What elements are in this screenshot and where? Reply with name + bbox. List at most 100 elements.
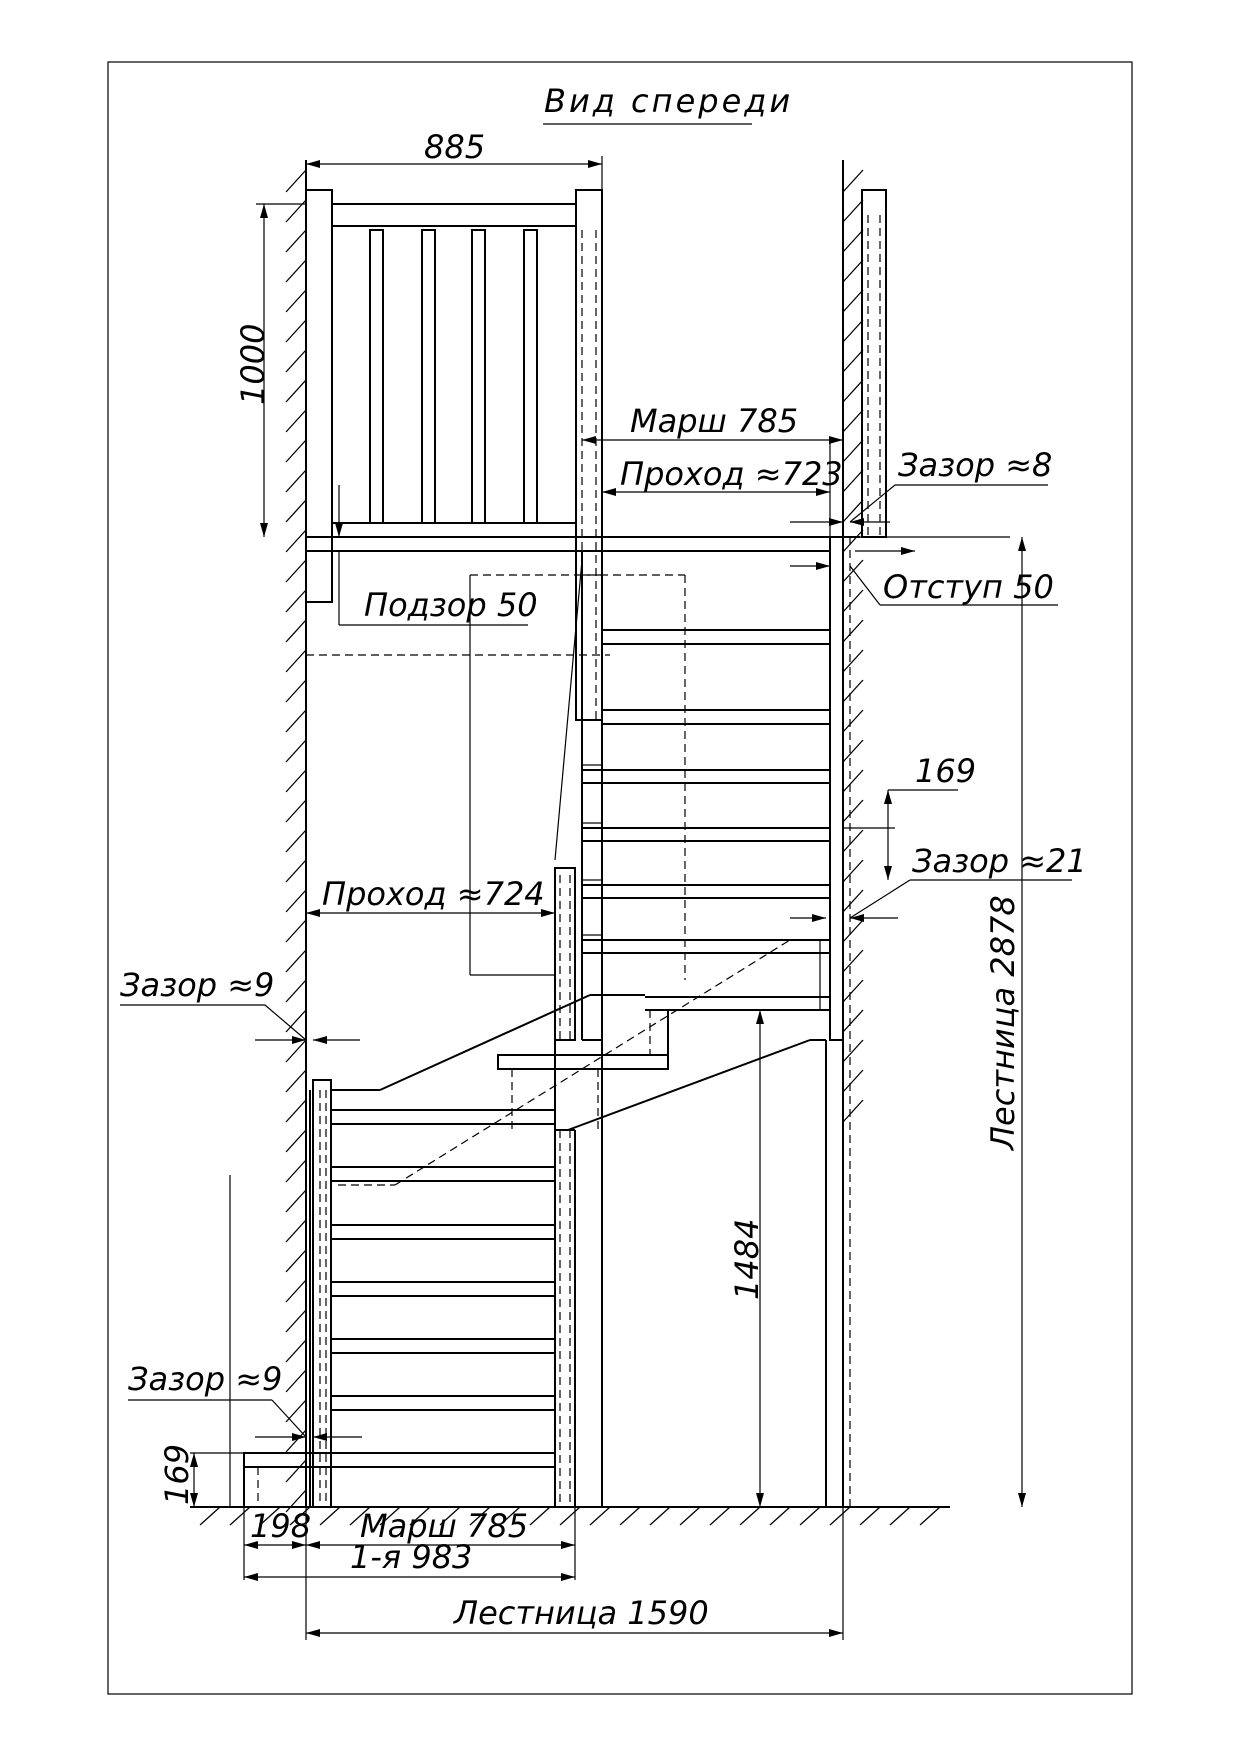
dim-passage-upper: Проход ≈723	[620, 455, 843, 493]
hatch-stroke	[842, 829, 864, 853]
dim-first-total: 1-я 983	[350, 1538, 472, 1576]
hatch-stroke	[842, 169, 864, 193]
hatch-stroke	[842, 499, 864, 523]
upper-flight-treads	[581, 629, 830, 1011]
hatch-stroke	[285, 1009, 307, 1033]
leader	[264, 1004, 307, 1041]
hatch-stroke	[285, 169, 307, 193]
hatch-stroke	[285, 1099, 307, 1123]
hatch-stroke	[285, 979, 307, 1003]
hatch-stroke	[285, 1339, 307, 1363]
hatch-stroke	[285, 1159, 307, 1183]
hatch-stroke	[285, 829, 307, 853]
dim-landing-height: 1484	[728, 1219, 766, 1300]
hatch-stroke	[829, 1506, 851, 1526]
hatch-stroke	[859, 1506, 881, 1526]
hatch-stroke	[349, 1506, 371, 1526]
hatch-stroke	[739, 1506, 761, 1526]
hatch-stroke	[285, 799, 307, 823]
hatch-stroke	[285, 709, 307, 733]
hatch-stroke	[285, 919, 307, 943]
right-stringer	[825, 536, 851, 1507]
dim-march-lower: Марш 785	[360, 1507, 528, 1545]
hatch-stroke	[285, 1129, 307, 1153]
dim-underclearance: Подзор 50	[364, 586, 538, 624]
hatch-stroke	[842, 1039, 864, 1063]
hatch-stroke	[842, 229, 864, 253]
baluster	[421, 229, 436, 524]
hatch-stroke	[709, 1506, 731, 1526]
hatch-stroke	[842, 649, 864, 673]
hatch-stroke	[285, 529, 307, 553]
dim-gap-left-upper: Зазор ≈9	[120, 966, 274, 1004]
hatch-stroke	[842, 1009, 864, 1033]
dim-width-top: 885	[424, 128, 485, 166]
hatch-stroke	[285, 889, 307, 913]
hatch-stroke	[619, 1506, 641, 1526]
leader	[271, 1399, 307, 1438]
hatch-stroke	[842, 679, 864, 703]
leader	[849, 565, 881, 606]
dim-gap-right: Зазор ≈21	[912, 842, 1087, 880]
leader	[849, 879, 911, 919]
right-far-post	[861, 189, 887, 538]
hatch-stroke	[285, 589, 307, 613]
hatch-stroke	[379, 1506, 401, 1526]
hatch-stroke	[285, 739, 307, 763]
hatch-stroke	[285, 439, 307, 463]
railing-right-post	[575, 189, 603, 721]
hatch-stroke	[529, 1506, 551, 1526]
hatch-stroke	[285, 379, 307, 403]
hatch-stroke	[842, 1099, 864, 1123]
hatch-stroke	[842, 619, 864, 643]
hatch-stroke	[842, 1069, 864, 1093]
hatch-stroke	[842, 559, 864, 583]
hatch-stroke	[285, 349, 307, 373]
hatch-stroke	[259, 1506, 281, 1526]
dim-gap-left-lower: Зазор ≈9	[128, 1360, 282, 1398]
dim-riser-left: 169	[158, 1444, 196, 1505]
baluster	[523, 229, 538, 524]
hatch-stroke	[842, 469, 864, 493]
hatch-stroke	[499, 1506, 521, 1526]
lower-flight	[243, 1079, 555, 1508]
hatch-stroke	[319, 1506, 341, 1526]
dim-passage-left: Проход ≈724	[322, 875, 545, 913]
dim-stair-height: Лестница 2878	[984, 895, 1022, 1151]
hatch-stroke	[285, 1459, 307, 1483]
hatch-stroke	[285, 649, 307, 673]
hatch-stroke	[285, 769, 307, 793]
hatch-stroke	[649, 1506, 671, 1526]
dim-stair-width: Лестница 1590	[453, 1594, 709, 1632]
hatch-stroke	[285, 499, 307, 523]
hatch-stroke	[842, 349, 864, 373]
baluster	[471, 229, 486, 524]
hatch-stroke	[842, 919, 864, 943]
hatch-stroke	[842, 319, 864, 343]
hatch-stroke	[285, 409, 307, 433]
hatch-stroke	[285, 1219, 307, 1243]
floor-hatching	[199, 1506, 941, 1526]
hatch-stroke	[285, 679, 307, 703]
hatch-stroke	[842, 589, 864, 613]
hatch-stroke	[285, 559, 307, 583]
hatch-stroke	[842, 739, 864, 763]
hatch-stroke	[842, 199, 864, 223]
hatch-stroke	[799, 1506, 821, 1526]
hatch-stroke	[289, 1506, 311, 1526]
hatch-stroke	[469, 1506, 491, 1526]
hatch-stroke	[842, 889, 864, 913]
dim-gap-top: Зазор ≈8	[898, 446, 1052, 484]
middle-newel-post	[554, 867, 576, 1507]
hatch-stroke	[285, 1189, 307, 1213]
hatch-stroke	[285, 289, 307, 313]
hatch-stroke	[285, 469, 307, 493]
hatch-stroke	[285, 1249, 307, 1273]
dim-offset: Отступ 50	[883, 568, 1054, 606]
hatch-stroke	[842, 529, 864, 553]
hatch-stroke	[842, 769, 864, 793]
hatch-stroke	[679, 1506, 701, 1526]
hatch-stroke	[769, 1506, 791, 1526]
hatch-stroke	[285, 259, 307, 283]
